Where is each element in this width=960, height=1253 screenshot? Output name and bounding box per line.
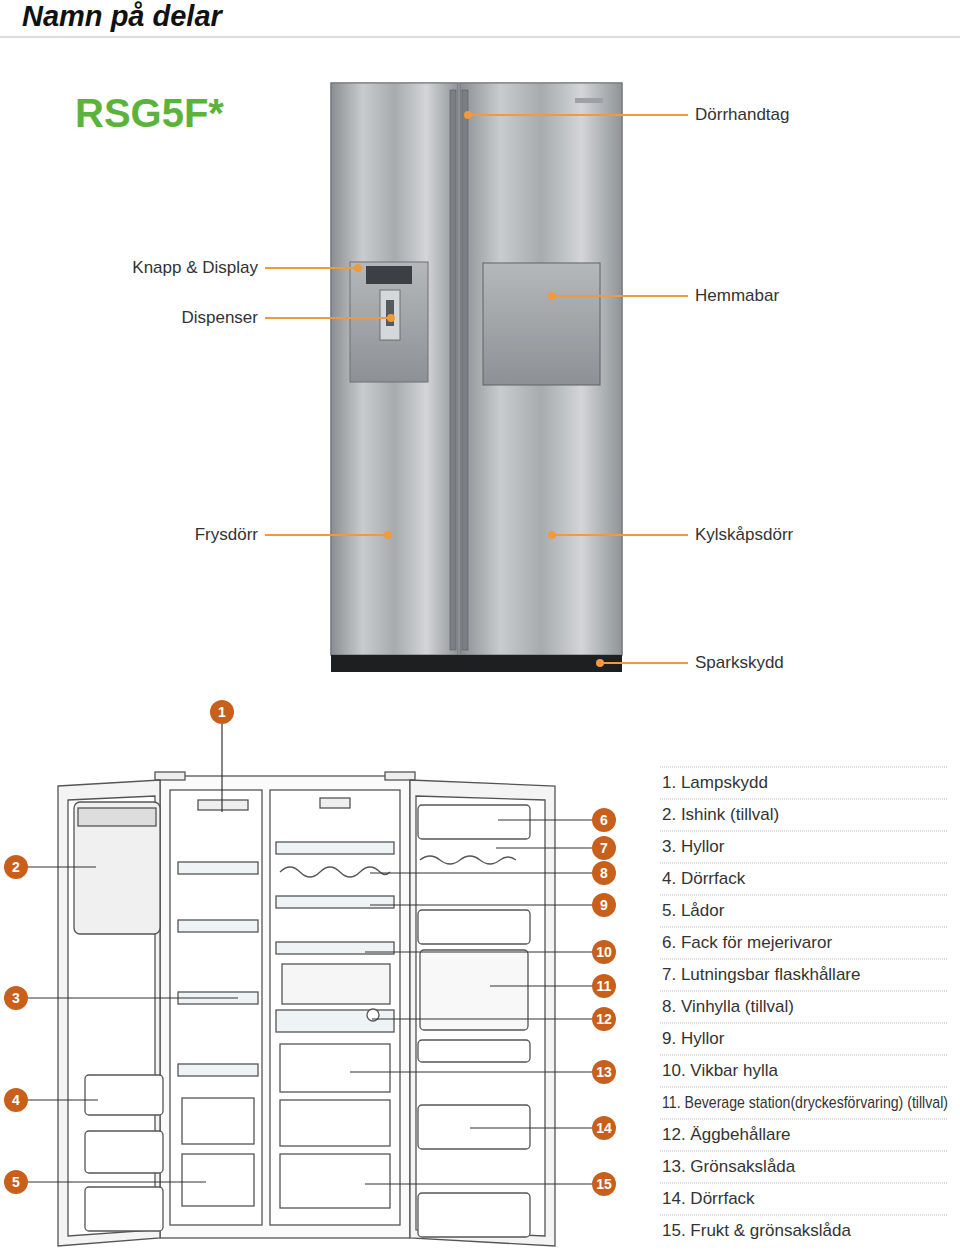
- legend-row: 8. Vinhylla (tillval): [662, 996, 794, 1018]
- model-name: RSG5F*: [75, 90, 224, 136]
- callout-number: 4: [4, 1088, 28, 1112]
- legend-row: 11. Beverage station(dryckesförvaring) (…: [662, 1092, 948, 1114]
- callout-number: 1: [210, 700, 234, 724]
- legend-row: 9. Hyllor: [662, 1028, 724, 1050]
- legend-row: 4. Dörrfack: [662, 868, 745, 890]
- callout-text: 3: [12, 991, 20, 1005]
- part-label: Knapp & Display: [132, 257, 258, 279]
- callout-text: 12: [596, 1012, 612, 1026]
- callout-text: 9: [600, 898, 608, 912]
- legend-row: 5. Lådor: [662, 900, 724, 922]
- callout-number: 8: [592, 861, 616, 885]
- callout-text: 13: [596, 1065, 612, 1079]
- legend-row: 10. Vikbar hylla: [662, 1060, 778, 1082]
- callout-text: 11: [597, 979, 612, 993]
- open-fridge: [58, 772, 555, 1246]
- legend-row: 14. Dörrfack: [662, 1188, 755, 1210]
- callout-number: 3: [4, 986, 28, 1010]
- part-label: Sparkskydd: [695, 652, 784, 674]
- part-label: Kylskåpsdörr: [695, 524, 793, 546]
- callout-text: 6: [600, 813, 608, 827]
- legend-row: 13. Grönsakslåda: [662, 1156, 795, 1178]
- callout-number: 2: [4, 855, 28, 879]
- fridge-front: [331, 83, 622, 672]
- list-rules: [660, 767, 948, 1215]
- callout-text: 1: [218, 705, 226, 719]
- callout-number: 7: [592, 836, 616, 860]
- callout-text: 10: [596, 945, 612, 959]
- callout-number: 13: [592, 1060, 616, 1084]
- page-title: Namn på delar: [22, 0, 222, 33]
- callout-number: 14: [592, 1116, 616, 1140]
- legend-row: 1. Lampskydd: [662, 772, 768, 794]
- callout-text: 14: [596, 1121, 612, 1135]
- callout-number: 15: [592, 1172, 616, 1196]
- callout-text: 5: [12, 1175, 20, 1189]
- leader-lines: [265, 112, 688, 666]
- legend-row: 12. Äggbehållare: [662, 1124, 791, 1146]
- callout-number: 12: [592, 1007, 616, 1031]
- callout-text: 8: [600, 866, 608, 880]
- part-label: Dörrhandtag: [695, 104, 790, 126]
- part-label: Frysdörr: [195, 524, 258, 546]
- part-label: Hemmabar: [695, 285, 779, 307]
- callout-number: 9: [592, 893, 616, 917]
- legend-row: 15. Frukt & grönsakslåda: [662, 1220, 851, 1242]
- legend-row: 2. Ishink (tillval): [662, 804, 779, 826]
- callout-text: 15: [596, 1177, 612, 1191]
- legend-row: 6. Fack för mejerivaror: [662, 932, 832, 954]
- callout-number: 5: [4, 1170, 28, 1194]
- legend-row: 3. Hyllor: [662, 836, 724, 858]
- legend-row: 7. Lutningsbar flaskhållare: [662, 964, 860, 986]
- callout-text: 7: [600, 841, 608, 855]
- callout-number: 10: [592, 940, 616, 964]
- callout-leaders: [28, 724, 592, 1184]
- part-label: Dispenser: [181, 307, 258, 329]
- callout-text: 2: [12, 860, 20, 874]
- callout-number: 6: [592, 808, 616, 832]
- title-rule: [0, 37, 960, 38]
- callout-text: 4: [12, 1093, 20, 1107]
- callout-number: 11: [592, 974, 616, 998]
